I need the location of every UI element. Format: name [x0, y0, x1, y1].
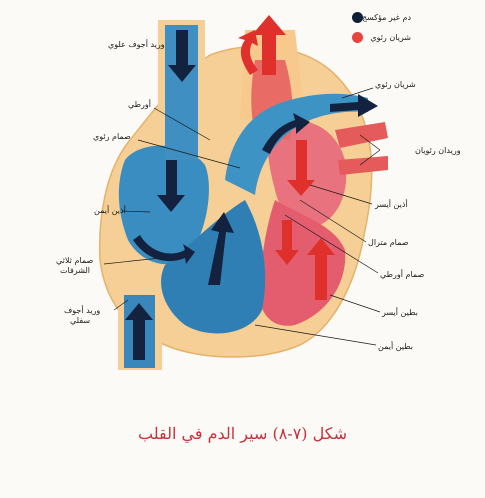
- label-inferior-vena-cava-1: وريد أجوف: [64, 306, 100, 316]
- legend-label-deoxygenated: دم غير مؤكسج: [362, 13, 411, 23]
- label-aorta: أورطي: [128, 100, 151, 110]
- label-pulmonary-artery: شريان رئوي: [375, 80, 416, 90]
- label-tricuspid-valve-1: صمام ثلاثي: [56, 256, 93, 266]
- legend-dot-oxygenated: [352, 32, 363, 43]
- label-inferior-vena-cava-2: سفلي: [70, 316, 90, 326]
- label-left-atrium: أذين أيسر: [375, 200, 408, 210]
- label-tricuspid-valve-2: الشرفات: [60, 266, 90, 276]
- label-pulmonary-veins: وريدان رئويان: [415, 146, 461, 156]
- label-left-ventricle: بطين أيسر: [382, 308, 418, 318]
- label-right-ventricle: بطين أيمن: [378, 342, 413, 352]
- figure-caption: شكل (٧-٨) سير الدم في القلب: [0, 424, 485, 443]
- label-pulmonary-valve: صمام رئوي: [93, 132, 131, 142]
- legend-label-oxygenated: شريان رئوي: [370, 33, 411, 43]
- label-mitral-valve: صمام مترال: [368, 238, 409, 248]
- label-aortic-valve: صمام أورطي: [380, 270, 424, 280]
- label-right-atrium: أذين أيمن: [94, 206, 126, 216]
- label-superior-vena-cava: وريد أجوف علوي: [108, 40, 165, 50]
